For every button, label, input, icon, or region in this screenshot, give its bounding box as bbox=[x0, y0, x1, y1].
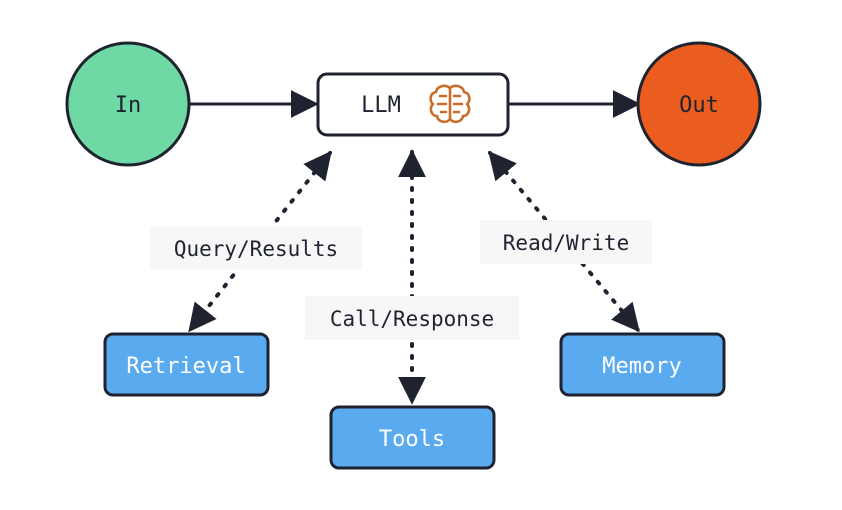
svg-text:Read/Write: Read/Write bbox=[503, 231, 629, 255]
retrieval-node[interactable]: Retrieval bbox=[103, 332, 270, 397]
output-node-label: Out bbox=[679, 93, 719, 118]
llm-node-label: LLM bbox=[361, 93, 401, 118]
tools-node-label: Tools bbox=[379, 427, 445, 452]
edge-label-query-results: Query/Results bbox=[150, 226, 362, 270]
output-node-shape bbox=[636, 41, 762, 167]
output-node[interactable]: Out bbox=[636, 41, 762, 167]
svg-text:Query/Results: Query/Results bbox=[174, 237, 338, 261]
input-node-label: In bbox=[115, 93, 142, 118]
edge-llm-memory bbox=[488, 150, 640, 333]
llm-node[interactable]: LLM bbox=[316, 72, 510, 137]
memory-node-label: Memory bbox=[602, 354, 681, 379]
input-node[interactable]: In bbox=[65, 41, 191, 167]
svg-text:Call/Response: Call/Response bbox=[330, 307, 494, 331]
edge-llm-retrieval bbox=[188, 150, 332, 333]
edge-label-read-write: Read/Write bbox=[480, 220, 652, 264]
brain-icon bbox=[429, 84, 471, 124]
memory-node[interactable]: Memory bbox=[559, 332, 726, 397]
retrieval-node-label: Retrieval bbox=[126, 354, 245, 379]
input-node-shape bbox=[65, 41, 191, 167]
edge-label-call-response: Call/Response bbox=[305, 296, 519, 340]
tools-node[interactable]: Tools bbox=[329, 405, 496, 470]
